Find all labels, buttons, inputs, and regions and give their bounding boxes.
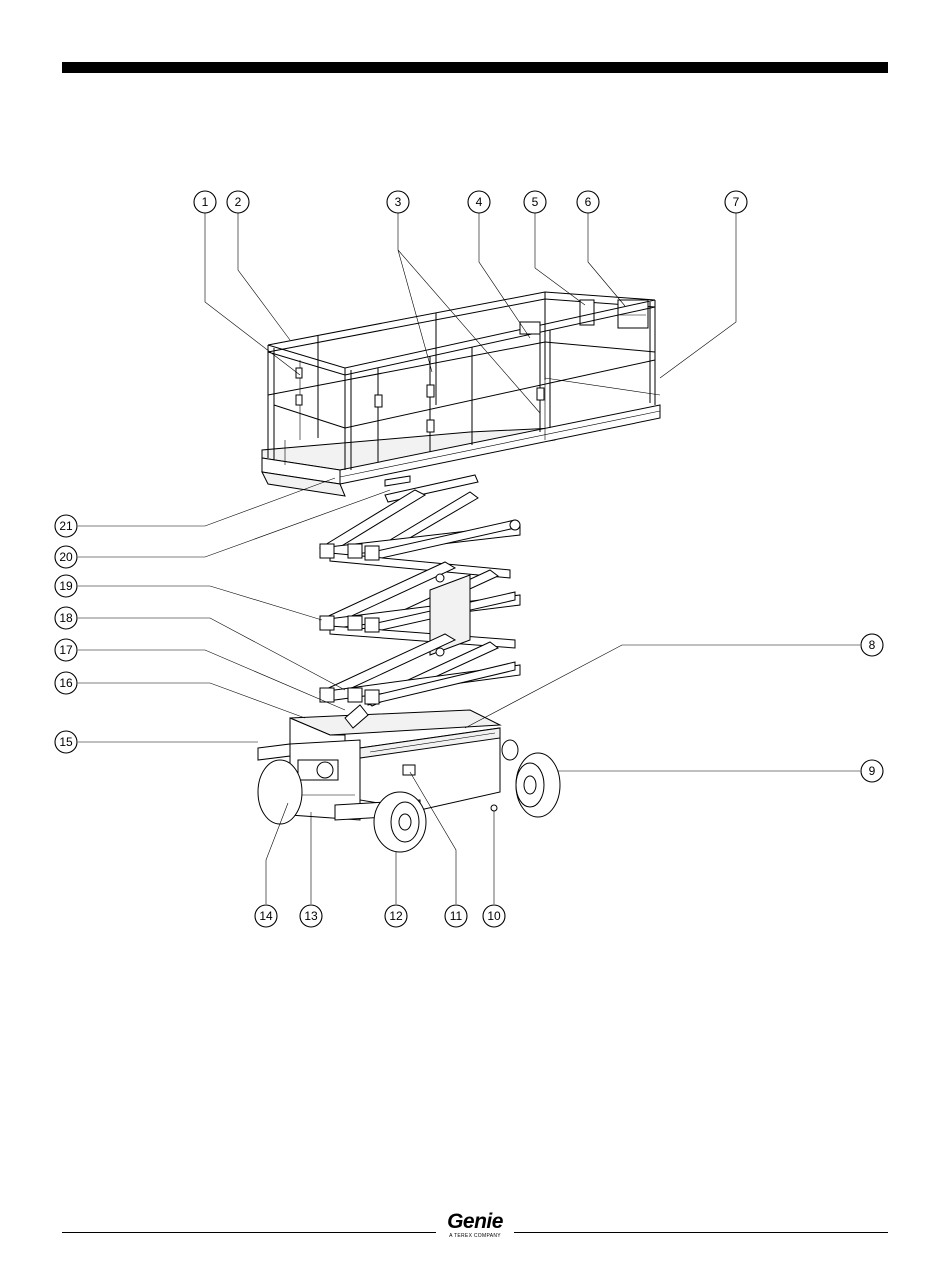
machine-illustration xyxy=(258,292,660,852)
callout-16: 16 xyxy=(55,672,77,694)
svg-text:21: 21 xyxy=(59,519,73,533)
svg-text:9: 9 xyxy=(869,764,876,778)
callout-4: 4 xyxy=(468,191,490,213)
logo-wordmark: Genie xyxy=(437,1211,513,1233)
callout-8: 8 xyxy=(861,634,883,656)
footer-rule-right xyxy=(514,1232,888,1233)
callout-15: 15 xyxy=(55,731,77,753)
callout-19: 19 xyxy=(55,575,77,597)
callout-6: 6 xyxy=(577,191,599,213)
callout-17: 17 xyxy=(55,639,77,661)
callout-1: 1 xyxy=(194,191,216,213)
svg-text:16: 16 xyxy=(59,676,73,690)
callout-10: 10 xyxy=(483,905,505,927)
svg-text:10: 10 xyxy=(487,909,501,923)
genie-logo: Genie A TEREX COMPANY xyxy=(437,1211,513,1239)
callout-20: 20 xyxy=(55,546,77,568)
svg-text:1: 1 xyxy=(202,195,209,209)
callout-14: 14 xyxy=(255,905,277,927)
svg-text:12: 12 xyxy=(389,909,403,923)
svg-text:11: 11 xyxy=(450,909,463,923)
svg-text:5: 5 xyxy=(532,195,539,209)
svg-text:3: 3 xyxy=(395,195,402,209)
svg-text:15: 15 xyxy=(59,735,73,749)
svg-text:17: 17 xyxy=(59,643,73,657)
svg-text:2: 2 xyxy=(235,195,242,209)
callout-21: 21 xyxy=(55,515,77,537)
callout-11: 11 xyxy=(445,905,467,927)
callout-12: 12 xyxy=(385,905,407,927)
callout-13: 13 xyxy=(300,905,322,927)
footer-rule-left xyxy=(62,1232,436,1233)
callout-5: 5 xyxy=(524,191,546,213)
svg-text:18: 18 xyxy=(59,611,73,625)
svg-text:14: 14 xyxy=(259,909,273,923)
svg-text:19: 19 xyxy=(59,579,73,593)
svg-text:20: 20 xyxy=(59,550,73,564)
callout-7: 7 xyxy=(725,191,747,213)
callout-9: 9 xyxy=(861,760,883,782)
callout-18: 18 xyxy=(55,607,77,629)
svg-text:6: 6 xyxy=(585,195,592,209)
svg-text:7: 7 xyxy=(733,195,740,209)
leader-lines xyxy=(78,213,860,904)
scissor-arms xyxy=(320,475,520,706)
svg-text:8: 8 xyxy=(869,638,876,652)
svg-text:4: 4 xyxy=(476,195,483,209)
callout-3: 3 xyxy=(387,191,409,213)
callout-2: 2 xyxy=(227,191,249,213)
logo-tagline: A TEREX COMPANY xyxy=(437,1233,513,1239)
svg-text:13: 13 xyxy=(304,909,318,923)
